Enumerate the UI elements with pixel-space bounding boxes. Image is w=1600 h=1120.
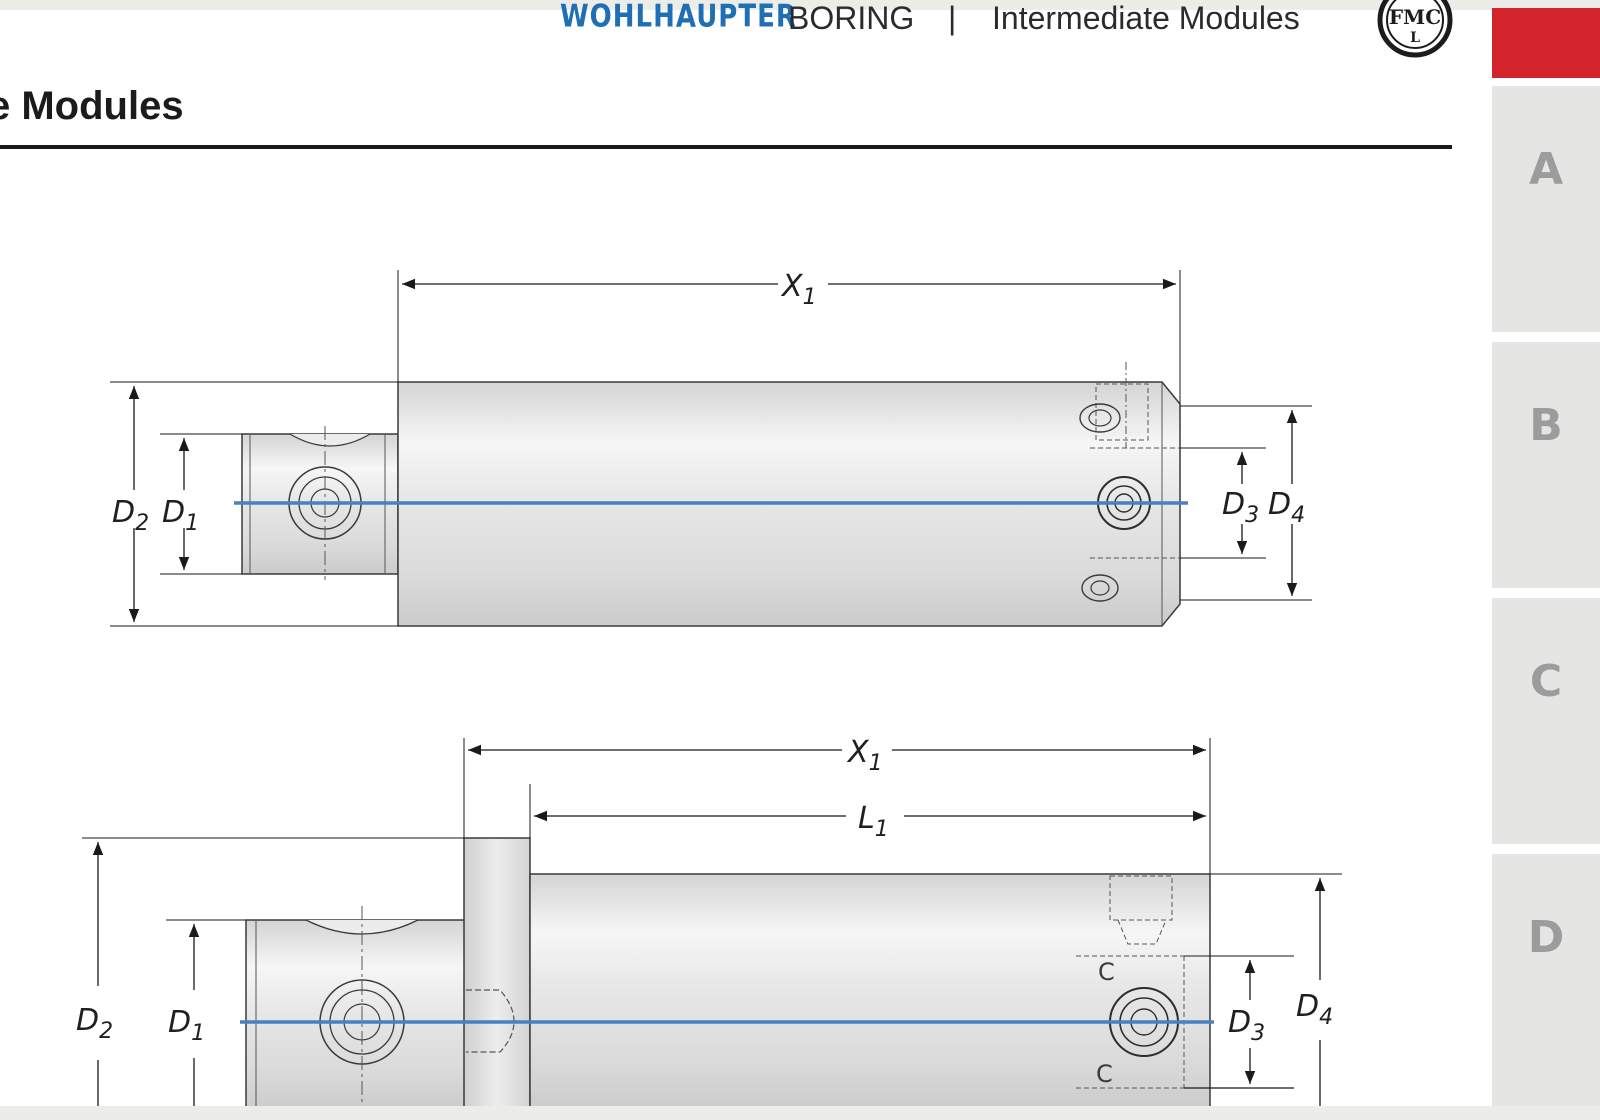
top-dim-d4: D4: [1268, 487, 1305, 528]
bottom-dim-d2: D2: [76, 1003, 113, 1044]
svg-text:L: L: [1410, 30, 1420, 46]
bottom-dim-d4: D4: [1296, 989, 1333, 1030]
bottom-drawing: C C X1 L1 D2 D1 D3 D4: [76, 735, 1342, 1106]
header-section-title: Intermediate Modules: [992, 0, 1300, 36]
active-section-marker: [1492, 8, 1600, 78]
tab-b[interactable]: B: [1492, 342, 1600, 588]
header-category: BORING: [788, 0, 915, 36]
tab-c-label: C: [1529, 656, 1563, 707]
header-separator: |: [948, 0, 957, 36]
bottom-dim-x1: X1: [846, 735, 883, 776]
tab-a[interactable]: A: [1492, 86, 1600, 332]
page-header: WOHLHAUPTER BORING | Intermediate Module…: [0, 0, 1480, 60]
page-title: e Modules: [0, 84, 184, 128]
svg-text:C: C: [1098, 958, 1115, 986]
tab-c[interactable]: C: [1492, 598, 1600, 844]
bottom-body: [529, 873, 1211, 1106]
bottom-dim-d1: D1: [168, 1005, 205, 1046]
technical-drawings: X1 D2 D1 D3 D4: [76, 269, 1342, 1106]
bottom-dim-l1: L1: [858, 801, 889, 842]
top-dim-d2: D2: [112, 495, 149, 536]
bottom-flange: [463, 837, 531, 1106]
title-divider: [0, 145, 1452, 149]
tab-d[interactable]: D: [1492, 854, 1600, 1106]
tab-a-label: A: [1528, 144, 1564, 195]
bottom-dim-d3: D3: [1228, 1005, 1265, 1046]
top-drawing: X1 D2 D1 D3 D4: [110, 269, 1312, 627]
brand-logo-text: WOHLHAUPTER: [560, 0, 797, 35]
top-dim-d1: D1: [162, 495, 199, 536]
side-tab-strip: A B C D: [1492, 0, 1600, 1106]
bottom-shank: [245, 919, 467, 1106]
svg-text:FMC: FMC: [1389, 5, 1441, 29]
fmcl-seal-logo: FMC L: [1377, 0, 1453, 58]
top-dim-d3: D3: [1222, 487, 1259, 528]
svg-text:C: C: [1096, 1060, 1113, 1088]
bottom-edge-strip: [0, 1106, 1600, 1120]
top-edge-strip: [0, 0, 1600, 10]
top-dim-x1: X1: [780, 269, 817, 310]
tab-d-label: D: [1527, 912, 1565, 963]
tab-b-label: B: [1529, 400, 1563, 451]
